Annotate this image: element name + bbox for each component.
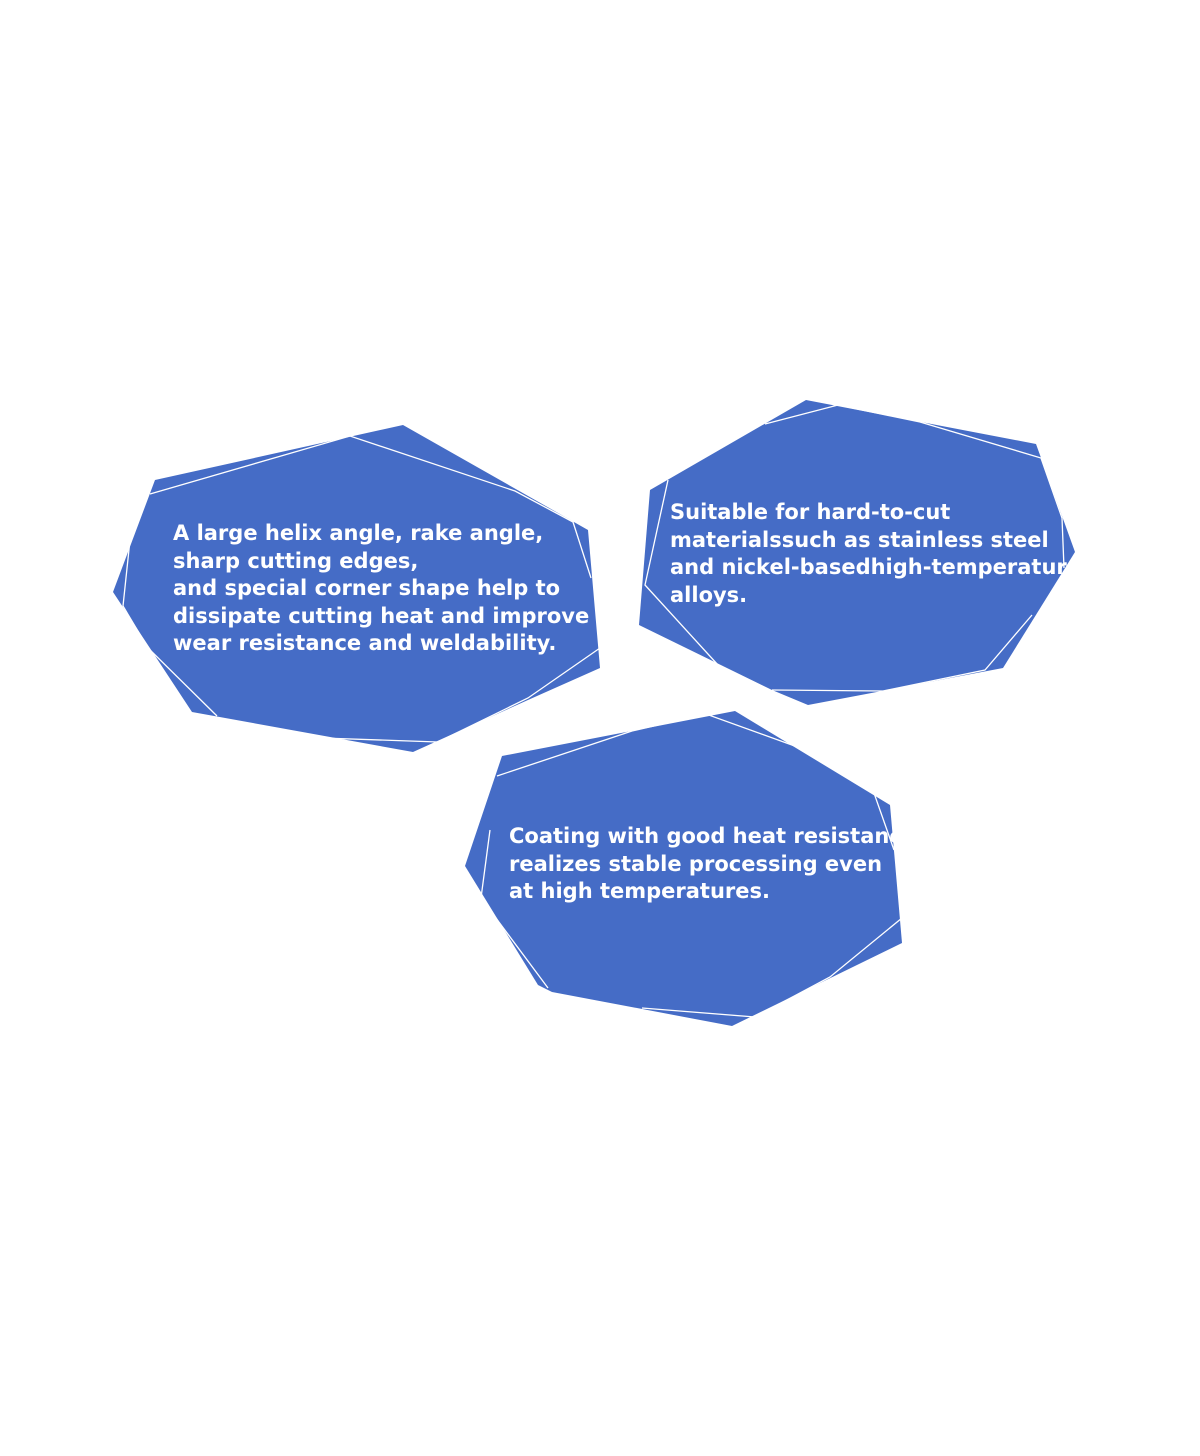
feature-2-text: Suitable for hard-to-cut materialssuch a… <box>670 500 1081 607</box>
feature-shape-3 <box>465 711 903 1026</box>
feature-3-outline-c <box>641 917 903 1018</box>
feature-1-outline-a <box>149 435 592 579</box>
feature-1-outline-b <box>122 539 218 717</box>
feature-1-fill <box>113 425 600 752</box>
feature-3-text: Coating with good heat resistance realiz… <box>509 824 917 903</box>
feature-shape-1 <box>113 425 601 752</box>
feature-2-outline-a <box>764 404 1065 569</box>
feature-3-outline-b <box>480 829 549 989</box>
feature-3-fill <box>465 711 902 1026</box>
feature-1-text: A large helix angle, rake angle, sharp c… <box>173 521 590 655</box>
feature-2-fill <box>639 400 1075 705</box>
feature-2-outline-b <box>644 479 719 666</box>
feature-2-outline-c <box>771 614 1033 692</box>
feature-1-outline-c <box>321 647 601 743</box>
feature-shape-2 <box>639 400 1075 705</box>
feature-3-outline-a <box>496 713 895 851</box>
